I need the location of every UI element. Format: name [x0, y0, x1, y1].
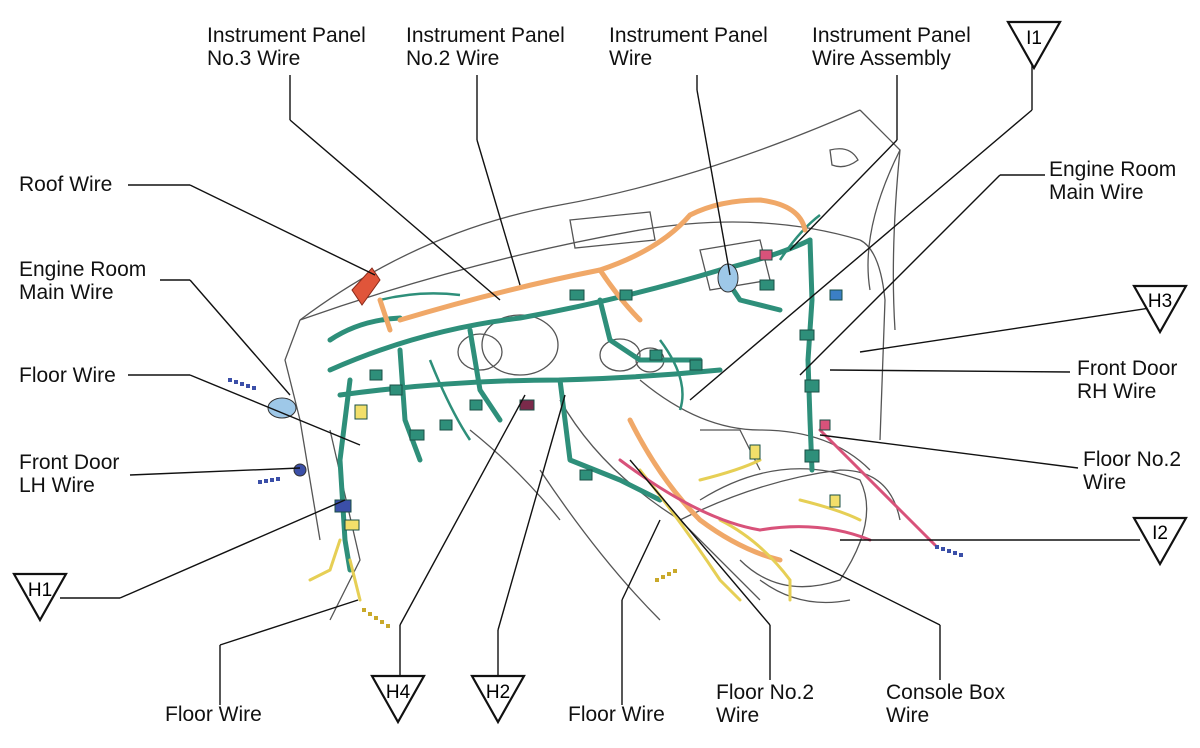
label-engine-room-main-wire-left: Engine Room Main Wire	[19, 258, 147, 304]
pin-rows-yellow	[362, 569, 677, 628]
label-instrument-panel-wire-assembly: Instrument Panel Wire Assembly	[812, 24, 971, 70]
pin-rows	[228, 378, 963, 557]
round-connectors	[267, 263, 739, 477]
connector-h2: H2	[470, 674, 526, 725]
leader-lines	[60, 48, 1151, 705]
label-floor-wire-bottom-mid: Floor Wire	[568, 703, 665, 726]
label-instrument-panel-wire: Instrument Panel Wire	[609, 24, 768, 70]
label-roof-wire: Roof Wire	[19, 173, 113, 196]
harness-yellow	[308, 458, 862, 602]
connector-i1: I1	[1006, 20, 1062, 71]
svg-text:H1: H1	[28, 580, 52, 601]
label-front-door-lh-wire: Front Door LH Wire	[19, 451, 120, 497]
label-instrument-panel-no2-wire: Instrument Panel No.2 Wire	[406, 24, 565, 70]
label-floor-no2-wire-right: Floor No.2 Wire	[1083, 448, 1182, 494]
label-floor-wire-bottom-left: Floor Wire	[165, 703, 262, 726]
label-engine-room-main-wire-right: Engine Room Main Wire	[1049, 158, 1177, 204]
svg-text:I1: I1	[1026, 28, 1042, 49]
roof-wire-connector	[351, 267, 381, 306]
connector-h3: H3	[1132, 284, 1188, 335]
label-floor-no2-wire-bottom: Floor No.2 Wire	[716, 681, 815, 727]
svg-text:I2: I2	[1152, 523, 1168, 544]
connector-h4: H4	[370, 674, 426, 725]
harness-green-thin	[379, 214, 821, 441]
label-console-box-wire: Console Box Wire	[886, 681, 1006, 727]
label-front-door-rh-wire: Front Door RH Wire	[1077, 357, 1178, 403]
label-floor-wire-left: Floor Wire	[19, 364, 116, 387]
svg-text:H2: H2	[486, 682, 510, 703]
connector-h1: H1	[12, 572, 68, 623]
label-instrument-panel-no3-wire: Instrument Panel No.3 Wire	[207, 24, 366, 70]
harness-orange	[377, 197, 808, 563]
connector-i2: I2	[1132, 516, 1188, 567]
svg-text:H4: H4	[386, 682, 411, 703]
connector-blocks	[334, 249, 843, 531]
svg-text:H3: H3	[1148, 291, 1172, 312]
harness-pink	[618, 428, 937, 547]
